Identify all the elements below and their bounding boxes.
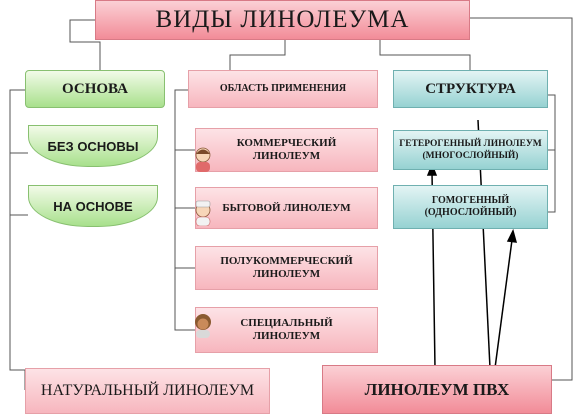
arrow-pvc-homo [494, 239, 513, 369]
oblast-item-household: БЫТОВОЙ ЛИНОЛЕУМ [195, 187, 378, 229]
oblast-item-special: СПЕЦИАЛЬНЫЙ ЛИНОЛЕУМ [195, 307, 378, 353]
arrow-head-homo [506, 228, 518, 243]
connector-struktura-items [548, 94, 556, 213]
page-title: ВИДЫ ЛИНОЛЕУМА [95, 0, 470, 40]
oblast-item-special-line1: СПЕЦИАЛЬНЫЙ [240, 317, 333, 329]
person-icon-special [195, 314, 211, 338]
struktura-item-homo-line2: (ОДНОСЛОЙНЫЙ) [424, 207, 517, 218]
oblast-item-semicommercial-line1: ПОЛУКОММЕРЧЕСКИЙ [220, 255, 353, 267]
struktura-header: СТРУКТУРА [393, 70, 548, 108]
oblast-item-semicommercial-line2: ЛИНОЛЕУМ [252, 268, 321, 280]
oblast-item-special-line2: ЛИНОЛЕУМ [252, 330, 321, 342]
oblast-item-commercial-line2: ЛИНОЛЕУМ [252, 150, 321, 162]
struktura-item-homo-line1: ГОМОГЕННЫЙ [431, 195, 510, 206]
osnova-item-2: НА ОСНОВЕ [28, 185, 158, 227]
oblast-item-semicommercial: ПОЛУКОММЕРЧЕСКИЙ ЛИНОЛЕУМ [195, 246, 378, 290]
struktura-item-hetero-line2: (МНОГОСЛОЙНЫЙ) [422, 151, 519, 161]
pvc-linoleum: ЛИНОЛЕУМ ПВХ [322, 365, 552, 414]
natural-linoleum: НАТУРАЛЬНЫЙ ЛИНОЛЕУМ [25, 368, 270, 414]
struktura-item-hetero-line1: ГЕТЕРОГЕННЫЙ ЛИНОЛЕУМ [399, 139, 542, 149]
connector-title-oblast [229, 40, 286, 70]
connector-title-struktura [379, 40, 471, 70]
person-icon-commercial [195, 147, 211, 172]
oblast-header: ОБЛАСТЬ ПРИМЕНЕНИЯ [188, 70, 378, 108]
connector-oblast-items [174, 89, 195, 331]
connector-natural [9, 215, 26, 390]
person-icon-household [195, 200, 211, 226]
oblast-item-household-line1: БЫТОВОЙ ЛИНОЛЕУМ [222, 201, 351, 214]
oblast-item-commercial-line1: КОММЕРЧЕСКИЙ [236, 137, 337, 149]
struktura-item-homo: ГОМОГЕННЫЙ (ОДНОСЛОЙНЫЙ) [393, 185, 548, 229]
connector-title-pvc [470, 17, 573, 381]
oblast-item-commercial: КОММЕРЧЕСКИЙ ЛИНОЛЕУМ [195, 128, 378, 172]
osnova-item-1: БЕЗ ОСНОВЫ [28, 125, 158, 167]
arrow-head-hetero [426, 162, 438, 176]
osnova-header: ОСНОВА [25, 70, 165, 108]
struktura-item-hetero: ГЕТЕРОГЕННЫЙ ЛИНОЛЕУМ (МНОГОСЛОЙНЫЙ) [393, 130, 548, 170]
connector-title-osnova [69, 19, 101, 70]
